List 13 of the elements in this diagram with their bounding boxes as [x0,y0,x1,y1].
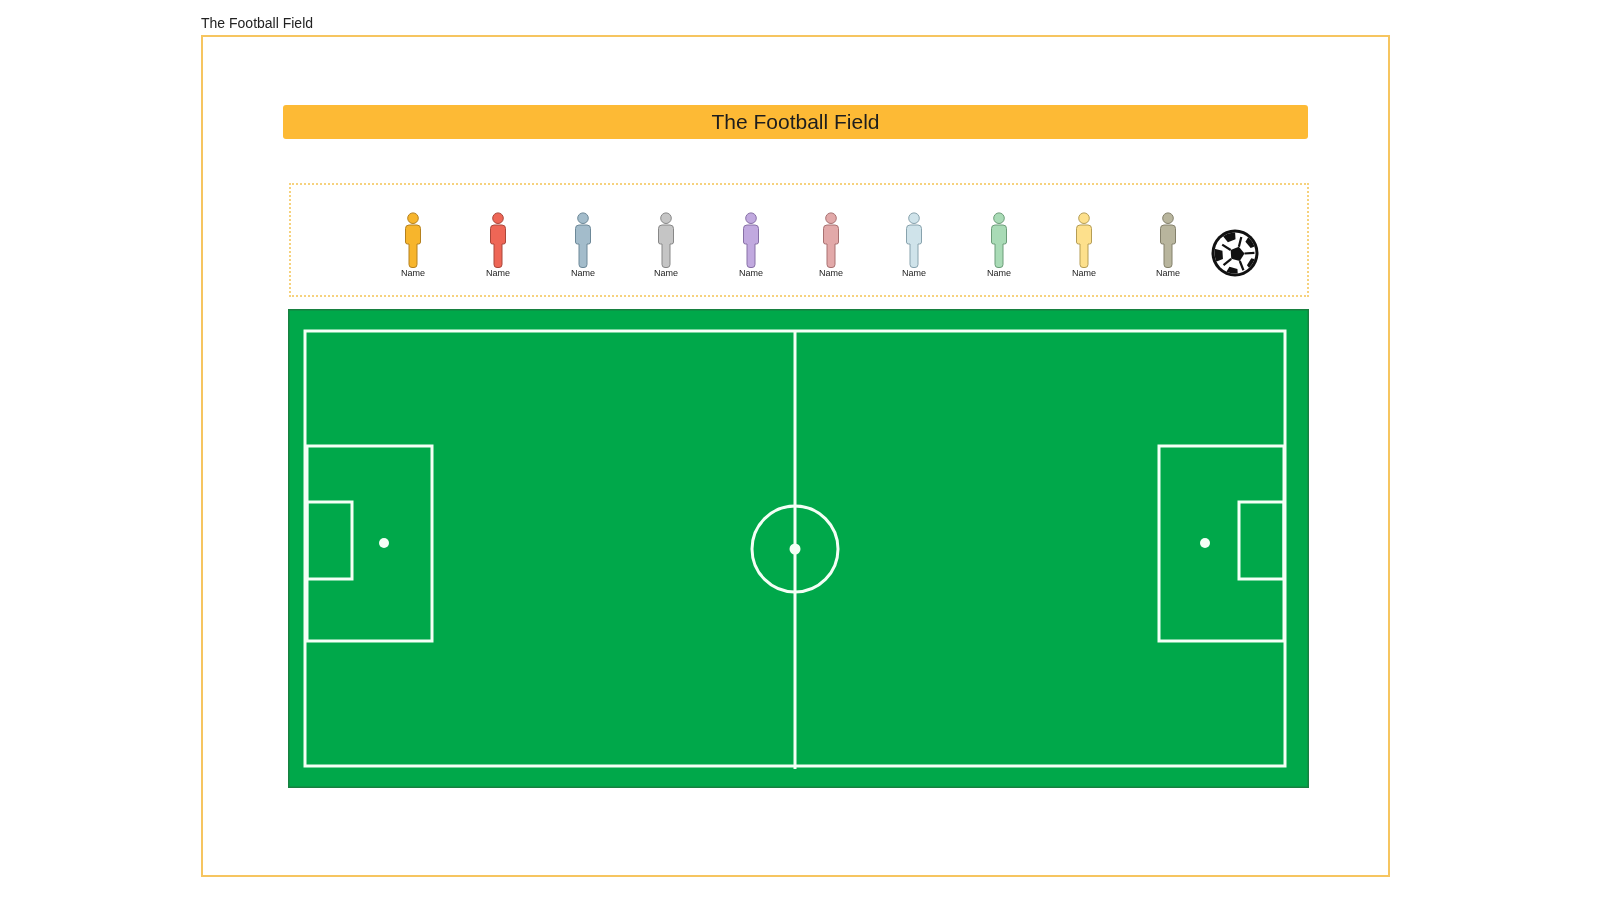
player-name: Name [1071,268,1097,278]
player-name: Name [901,268,927,278]
player-name: Name [818,268,844,278]
frame-heading: The Football Field [201,15,314,31]
title-banner [283,105,1308,139]
player-name: Name [485,268,511,278]
player-name: Name [986,268,1012,278]
player-name: Name [570,268,596,278]
banner-title: The Football Field [711,110,880,134]
player-name: Name [653,268,679,278]
player-name: Name [1155,268,1181,278]
player-name: Name [738,268,764,278]
player-name: Name [400,268,426,278]
